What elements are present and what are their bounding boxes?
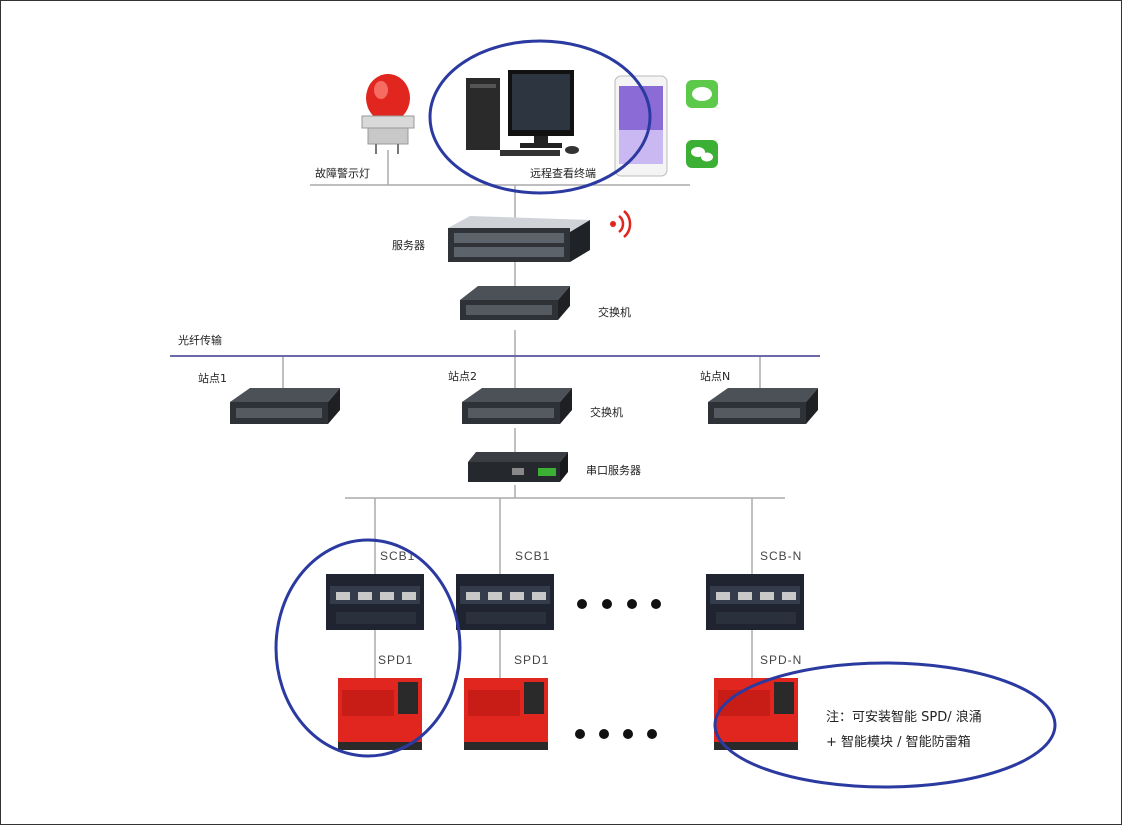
scb-breaker-icon	[456, 574, 554, 630]
siteN-label: 站点N	[700, 369, 730, 383]
spd-module-icon	[464, 678, 548, 750]
note-line-2: + 智能模块 / 智能防雷箱	[826, 734, 971, 750]
remote-terminal-label: 远程查看终端	[530, 166, 596, 180]
spd-module-icon	[338, 678, 422, 750]
note-highlight	[713, 661, 1057, 789]
site1-label: 站点1	[198, 371, 227, 385]
scb-breaker-icon	[326, 574, 424, 630]
network-switch-icon	[230, 388, 340, 424]
serial-server-label: 串口服务器	[586, 464, 641, 477]
network-switch-icon	[708, 388, 818, 424]
connection-lines	[282, 150, 785, 678]
switch-mid-label: 交换机	[590, 405, 623, 419]
rack-server-icon	[448, 216, 590, 262]
switch-top-label: 交换机	[598, 305, 631, 319]
scb-breaker-icon	[706, 574, 804, 630]
wechat-icon	[686, 140, 718, 168]
scb-1b-label: SCB1	[515, 549, 550, 563]
note-line-1: 注：可安装智能 SPD/ 浪涌	[826, 710, 982, 725]
serial-server-icon	[468, 452, 568, 482]
fiber-label: 光纤传输	[178, 333, 222, 347]
server-label: 服务器	[392, 239, 425, 252]
spd-module-icon	[714, 678, 798, 750]
ellipsis-dots-icon	[575, 729, 657, 739]
desktop-computer-icon	[466, 70, 579, 156]
site2-label: 站点2	[448, 369, 477, 383]
chat-app-icon	[686, 80, 718, 108]
spd-1a-label: SPD1	[378, 653, 413, 667]
alarm-light-label: 故障警示灯	[315, 166, 370, 180]
remote-terminal-highlight	[428, 39, 652, 195]
network-switch-icon	[462, 388, 572, 424]
scb-1a-label: SCB1	[380, 549, 415, 563]
smartphone-icon	[614, 75, 668, 177]
scb-spd-highlight	[274, 538, 462, 758]
alarm-light-icon	[361, 74, 415, 154]
ellipsis-dots-icon	[577, 599, 661, 609]
spd-n-label: SPD-N	[760, 653, 802, 667]
wifi-signal-icon	[610, 210, 632, 238]
network-switch-icon	[460, 286, 570, 320]
spd-1b-label: SPD1	[514, 653, 549, 667]
scb-n-label: SCB-N	[760, 549, 802, 563]
